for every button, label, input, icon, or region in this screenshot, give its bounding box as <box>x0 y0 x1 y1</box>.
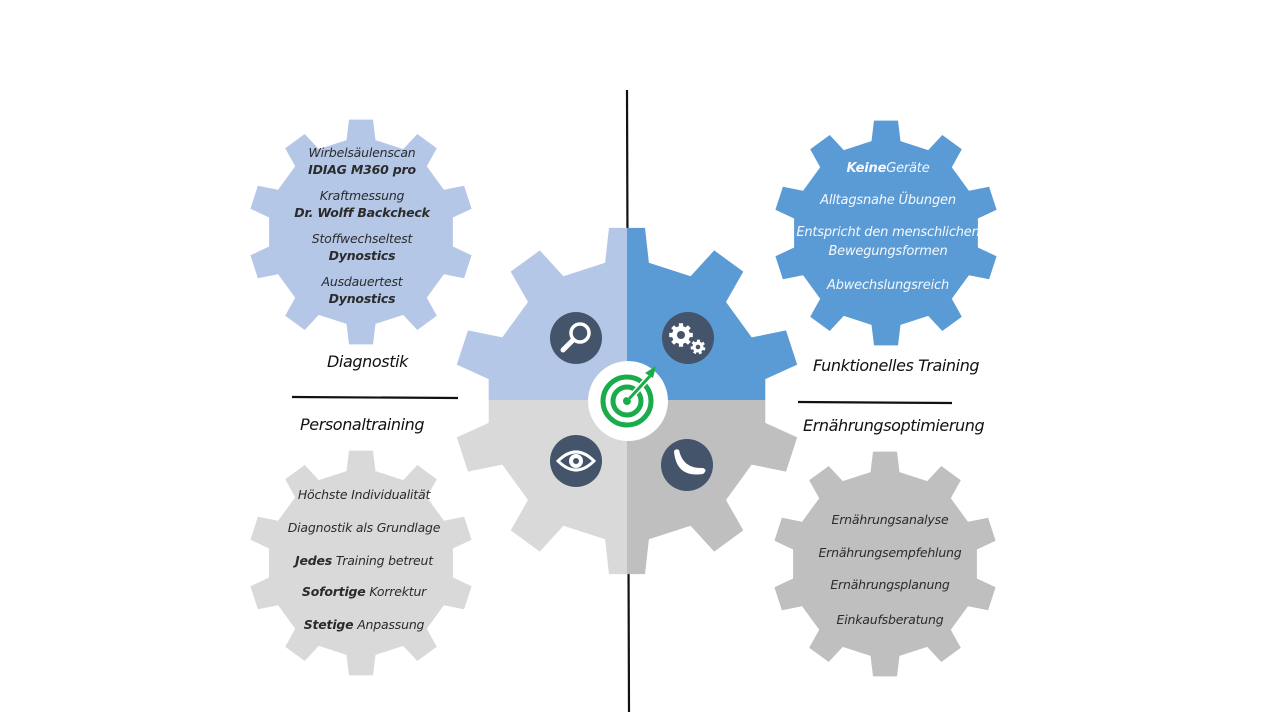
personal-item: Diagnostik als Grundlage <box>287 520 441 535</box>
diagnostik-item: Stoffwechseltest Dynostics <box>262 230 462 264</box>
training-item: Bewegungsformen <box>828 244 948 259</box>
gear-nutrition <box>774 451 996 677</box>
nutrition-item: Ernährungsanalyse <box>831 512 949 527</box>
title-training: Funktionelles Training <box>813 356 980 375</box>
item-product: Dynostics <box>328 248 396 263</box>
target-icon <box>588 361 668 441</box>
training-item: Alltagsnahe Übungen <box>820 193 956 208</box>
nutrition-item: Ernährungsempfehlung <box>818 545 962 560</box>
banana-icon <box>661 439 713 491</box>
training-list: KeineGeräte Alltagsnahe Übungen Entspric… <box>782 160 994 295</box>
center-gear-quadrant-nutrition <box>627 400 798 575</box>
eye-icon <box>550 435 602 487</box>
nutrition-list: Ernährungsanalyse Ernährungsempfehlung E… <box>784 511 996 628</box>
gears-icon <box>662 312 714 364</box>
diagnostik-item: Wirbelsäulenscan IDIAG M360 pro <box>262 144 462 178</box>
gear-personal <box>250 450 472 676</box>
item-label: Kraftmessung <box>319 188 405 203</box>
nutrition-item: Einkaufsberatung <box>836 612 944 627</box>
title-diagnostik: Diagnostik <box>327 352 408 371</box>
training-item: KeineGeräte <box>846 161 930 176</box>
diagnostik-item: Kraftmessung Dr. Wolff Backcheck <box>262 187 462 221</box>
personal-list: Höchste Individualität Diagnostik als Gr… <box>262 486 466 633</box>
gear-training <box>775 120 997 346</box>
personal-item: Jedes Training betreut <box>295 553 433 568</box>
title-nutrition: Ernährungsoptimierung <box>803 416 985 435</box>
training-item: Abwechslungsreich <box>827 278 949 293</box>
center-gear-quadrant-training <box>627 227 798 400</box>
title-personal: Personaltraining <box>300 415 425 434</box>
training-item: Entspricht den menschlichen <box>796 225 980 240</box>
item-label: Wirbelsäulenscan <box>308 145 416 160</box>
personal-item: Stetige Anpassung <box>303 617 425 632</box>
nutrition-item: Ernährungsplanung <box>830 577 950 592</box>
item-label: Ausdauertest <box>321 274 403 289</box>
axis-right-line <box>797 400 953 405</box>
item-label: Stoffwechseltest <box>311 231 413 246</box>
gear-diagnostik <box>250 119 472 345</box>
diagnostik-list: Wirbelsäulenscan IDIAG M360 pro Kraftmes… <box>262 144 462 307</box>
personal-item: Höchste Individualität <box>297 487 431 502</box>
personal-item: Sofortige Korrektur <box>301 584 427 599</box>
item-product: IDIAG M360 pro <box>308 162 416 177</box>
axis-left-line <box>291 395 459 400</box>
diagnostik-item: Ausdauertest Dynostics <box>262 273 462 307</box>
item-product: Dynostics <box>328 291 396 306</box>
magnifier-icon <box>550 312 602 364</box>
item-product: Dr. Wolff Backcheck <box>294 205 430 220</box>
